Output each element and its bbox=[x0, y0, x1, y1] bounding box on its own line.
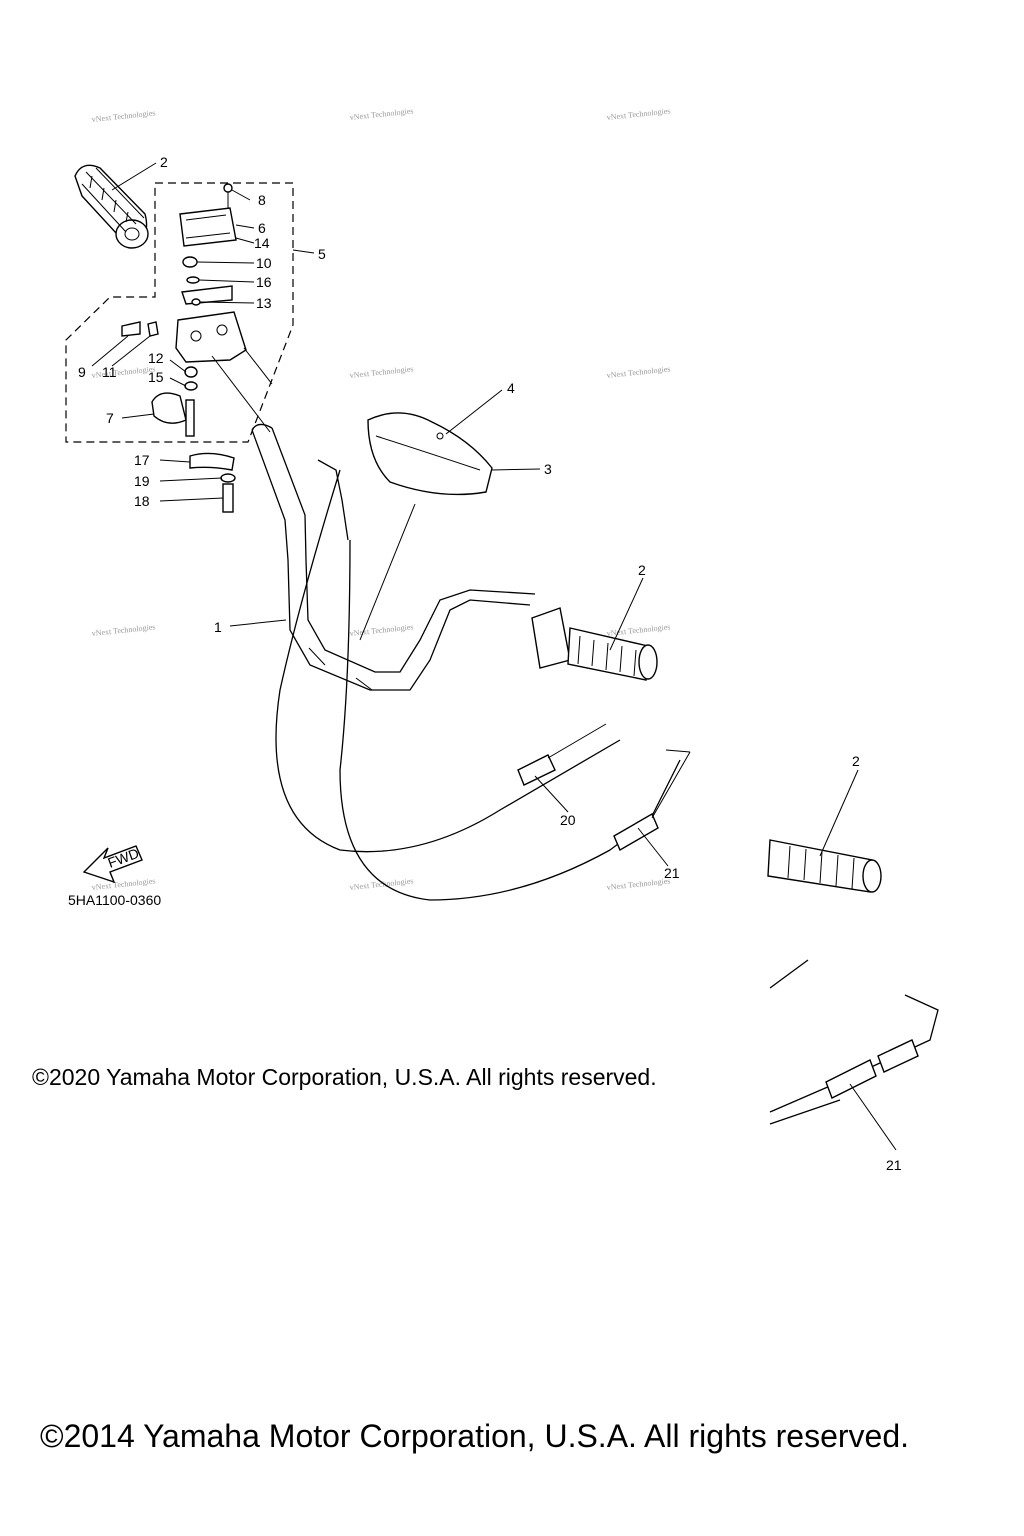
callout-21: 21 bbox=[664, 865, 680, 881]
callout-7: 7 bbox=[106, 410, 114, 426]
switch-housing bbox=[121, 183, 247, 513]
switch-assembly-boundary bbox=[65, 182, 294, 443]
detail-inset bbox=[767, 839, 939, 1125]
drawing-code: 5HA1100-0360 bbox=[68, 892, 161, 908]
copyright-2020: ©2020 Yamaha Motor Corporation, U.S.A. A… bbox=[32, 1064, 657, 1090]
callout-2: 2 bbox=[160, 154, 168, 170]
callout-19: 19 bbox=[134, 473, 150, 489]
callout-12: 12 bbox=[148, 350, 164, 366]
watermark: vNext Technologies bbox=[606, 876, 671, 892]
watermark: vNext Technologies bbox=[606, 106, 671, 122]
handlebar-cover bbox=[367, 412, 493, 496]
callout-15: 15 bbox=[148, 369, 164, 385]
callout-2: 2 bbox=[852, 753, 860, 769]
callout-11: 11 bbox=[102, 364, 117, 380]
callout-9: 9 bbox=[78, 364, 86, 380]
callout-18: 18 bbox=[134, 493, 150, 509]
watermarks: vNext Technologies vNext Technologies vN… bbox=[91, 106, 671, 892]
callout-5: 5 bbox=[318, 246, 326, 262]
callout-21: 21 bbox=[886, 1157, 902, 1173]
callouts: 2 8 6 14 5 10 16 13 9 11 12 15 7 17 19 1… bbox=[78, 154, 902, 1173]
callout-20: 20 bbox=[560, 812, 576, 828]
callout-3: 3 bbox=[544, 461, 552, 477]
callout-10: 10 bbox=[256, 255, 272, 271]
cables bbox=[275, 459, 691, 901]
watermark: vNext Technologies bbox=[349, 364, 414, 380]
leader-lines bbox=[91, 162, 897, 1151]
handlebar bbox=[251, 423, 536, 691]
callout-4: 4 bbox=[507, 380, 515, 396]
watermark: vNext Technologies bbox=[349, 106, 414, 122]
copyright-2014: ©2014 Yamaha Motor Corporation, U.S.A. A… bbox=[40, 1418, 910, 1454]
callout-2: 2 bbox=[638, 562, 646, 578]
left-grip bbox=[74, 164, 149, 249]
callout-16: 16 bbox=[256, 274, 272, 290]
watermark: vNext Technologies bbox=[91, 876, 156, 892]
callout-13: 13 bbox=[256, 295, 272, 311]
watermark: vNext Technologies bbox=[91, 108, 156, 124]
watermark: vNext Technologies bbox=[91, 364, 156, 380]
watermark: vNext Technologies bbox=[606, 622, 671, 638]
right-grip bbox=[531, 607, 658, 681]
watermark: vNext Technologies bbox=[349, 622, 414, 638]
fwd-arrow-icon: FWD bbox=[82, 845, 143, 884]
watermark: vNext Technologies bbox=[91, 622, 156, 638]
callout-8: 8 bbox=[258, 192, 266, 208]
callout-6: 6 bbox=[258, 220, 266, 236]
watermark: vNext Technologies bbox=[349, 876, 414, 892]
watermark: vNext Technologies bbox=[606, 364, 671, 380]
callout-14: 14 bbox=[254, 235, 270, 251]
callout-1: 1 bbox=[214, 619, 222, 635]
callout-17: 17 bbox=[134, 452, 150, 468]
